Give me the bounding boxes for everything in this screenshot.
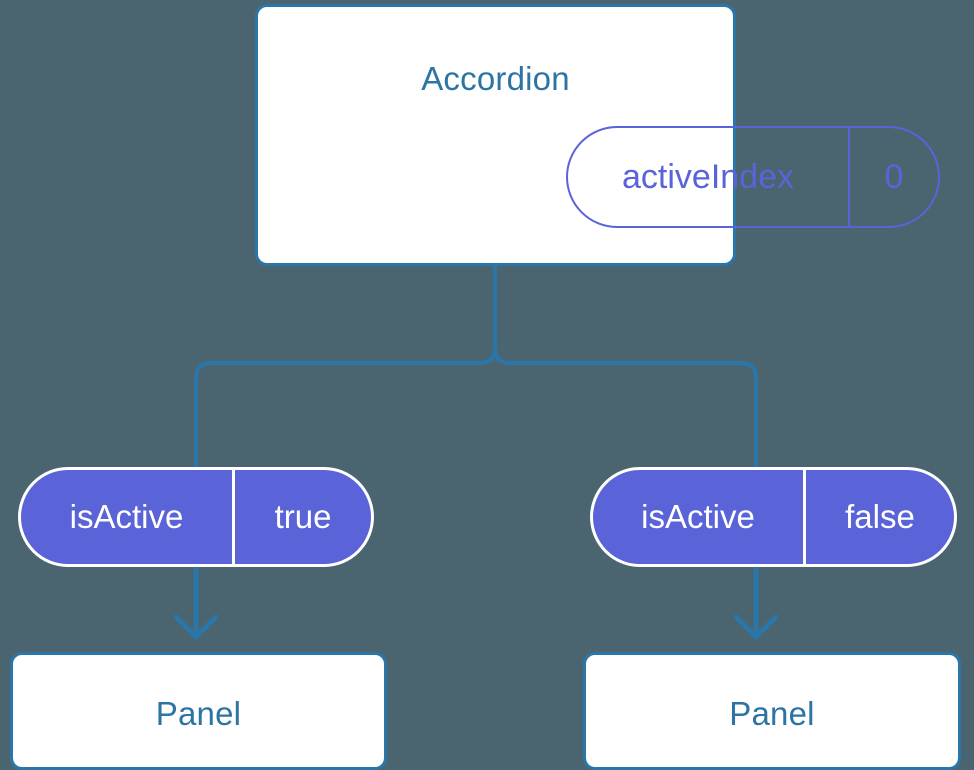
prop-value-label-right: false (803, 470, 954, 564)
accordion-component-card: Accordion activeIndex 0 (255, 4, 940, 266)
prop-key-label-right: isActive (641, 498, 755, 535)
prop-pill-is-active-false: isActive false (590, 467, 957, 567)
panel-title-right: Panel (729, 695, 815, 732)
connector-root-to-right-branch (493, 264, 758, 469)
prop-key-label-left: isActive (69, 498, 184, 535)
panel-component-card-right: Panel (583, 652, 961, 770)
arrowhead-down-icon-left (173, 614, 219, 640)
arrowhead-down-icon-right (733, 614, 779, 640)
state-key-label: activeIndex (622, 157, 794, 196)
prop-value-label-left: true (232, 470, 371, 564)
state-value-label: 0 (848, 128, 938, 226)
prop-pill-is-active-true: isActive true (18, 467, 374, 567)
connector-root-to-left-branch (194, 264, 497, 469)
panel-title-left: Panel (155, 695, 242, 732)
panel-component-card-left: Panel (10, 652, 387, 770)
state-pill-active-index: activeIndex 0 (566, 126, 940, 228)
accordion-title: Accordion (421, 60, 570, 97)
